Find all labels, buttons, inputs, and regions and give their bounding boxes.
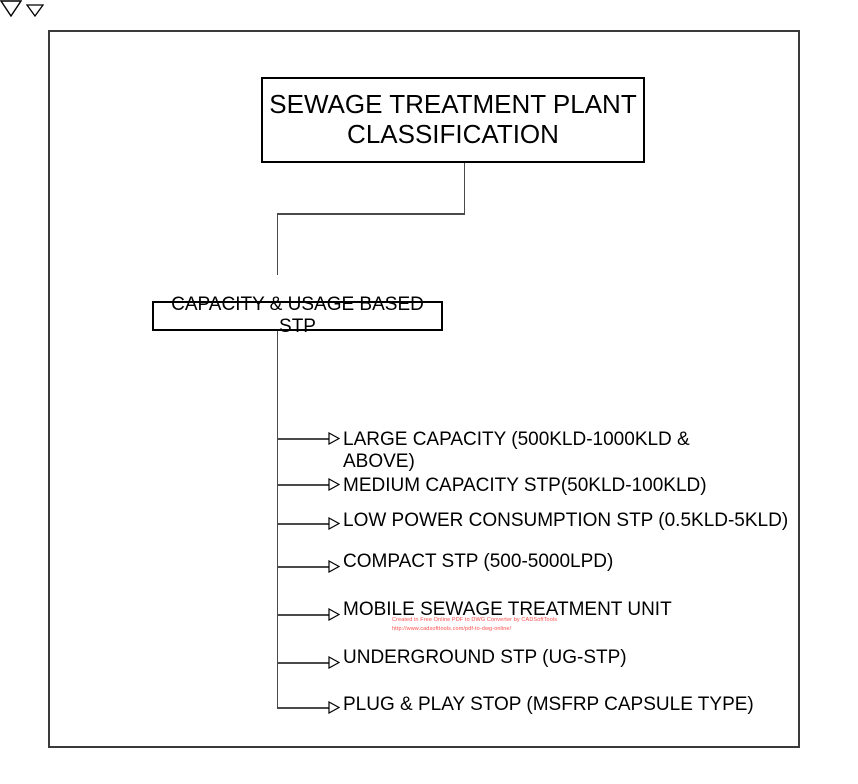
connector-leaf-branch bbox=[277, 707, 329, 709]
connector-root-vertical bbox=[463, 163, 466, 214]
connector-category-to-spine bbox=[276, 331, 279, 414]
leaf-label-medium-capacity[interactable]: MEDIUM CAPACITY STP(50KLD-100KLD) bbox=[343, 475, 707, 496]
arrowhead-down-icon bbox=[0, 0, 23, 18]
connector-root-to-category bbox=[276, 213, 279, 275]
node-capacity-usage-based-stp[interactable]: CAPACITY & USAGE BASED STP bbox=[152, 294, 443, 337]
leaf-label-plug-and-play-stop[interactable]: PLUG & PLAY STOP (MSFRP CAPSULE TYPE) bbox=[343, 694, 754, 715]
cadsofttools-watermark: Created in Free Online PDF to DWG Conver… bbox=[392, 617, 558, 632]
arrowhead-right-icon bbox=[328, 608, 340, 621]
node-root-label: SEWAGE TREATMENT PLANT CLASSIFICATION bbox=[269, 89, 637, 149]
arrowhead-right-icon bbox=[328, 656, 340, 669]
arrowhead-right-icon bbox=[328, 478, 340, 491]
arrowhead-right-icon bbox=[328, 560, 340, 573]
connector-leaf-branch bbox=[277, 484, 329, 486]
arrowhead-down-small-icon bbox=[26, 4, 45, 18]
connector-leaf-branch bbox=[277, 614, 329, 616]
connector-spine-vertical bbox=[276, 414, 279, 707]
connector-leaf-branch bbox=[277, 438, 329, 440]
connector-root-horizontal bbox=[277, 213, 465, 215]
connector-leaf-branch bbox=[277, 566, 329, 568]
node-category-label: CAPACITY & USAGE BASED STP bbox=[171, 294, 424, 337]
leaf-label-large-capacity[interactable]: LARGE CAPACITY (500KLD-1000KLD & ABOVE) bbox=[343, 429, 690, 473]
leaf-label-low-power-consumption[interactable]: LOW POWER CONSUMPTION STP (0.5KLD-5KLD) bbox=[343, 510, 789, 531]
arrowhead-right-icon bbox=[328, 517, 340, 530]
page-frame bbox=[48, 30, 800, 748]
leaf-label-mobile-sewage-treatment-unit[interactable]: MOBILE SEWAGE TREATMENT UNIT bbox=[343, 599, 672, 620]
arrowhead-right-icon bbox=[328, 701, 340, 714]
arrowhead-right-icon bbox=[328, 432, 340, 445]
node-root-sewage-treatment-plant-classification[interactable]: SEWAGE TREATMENT PLANT CLASSIFICATION bbox=[261, 77, 645, 163]
connector-leaf-branch bbox=[277, 523, 329, 525]
leaf-label-compact-stp[interactable]: COMPACT STP (500-5000LPD) bbox=[343, 551, 614, 572]
connector-leaf-branch bbox=[277, 662, 329, 664]
leaf-label-underground-stp[interactable]: UNDERGROUND STP (UG-STP) bbox=[343, 647, 627, 668]
